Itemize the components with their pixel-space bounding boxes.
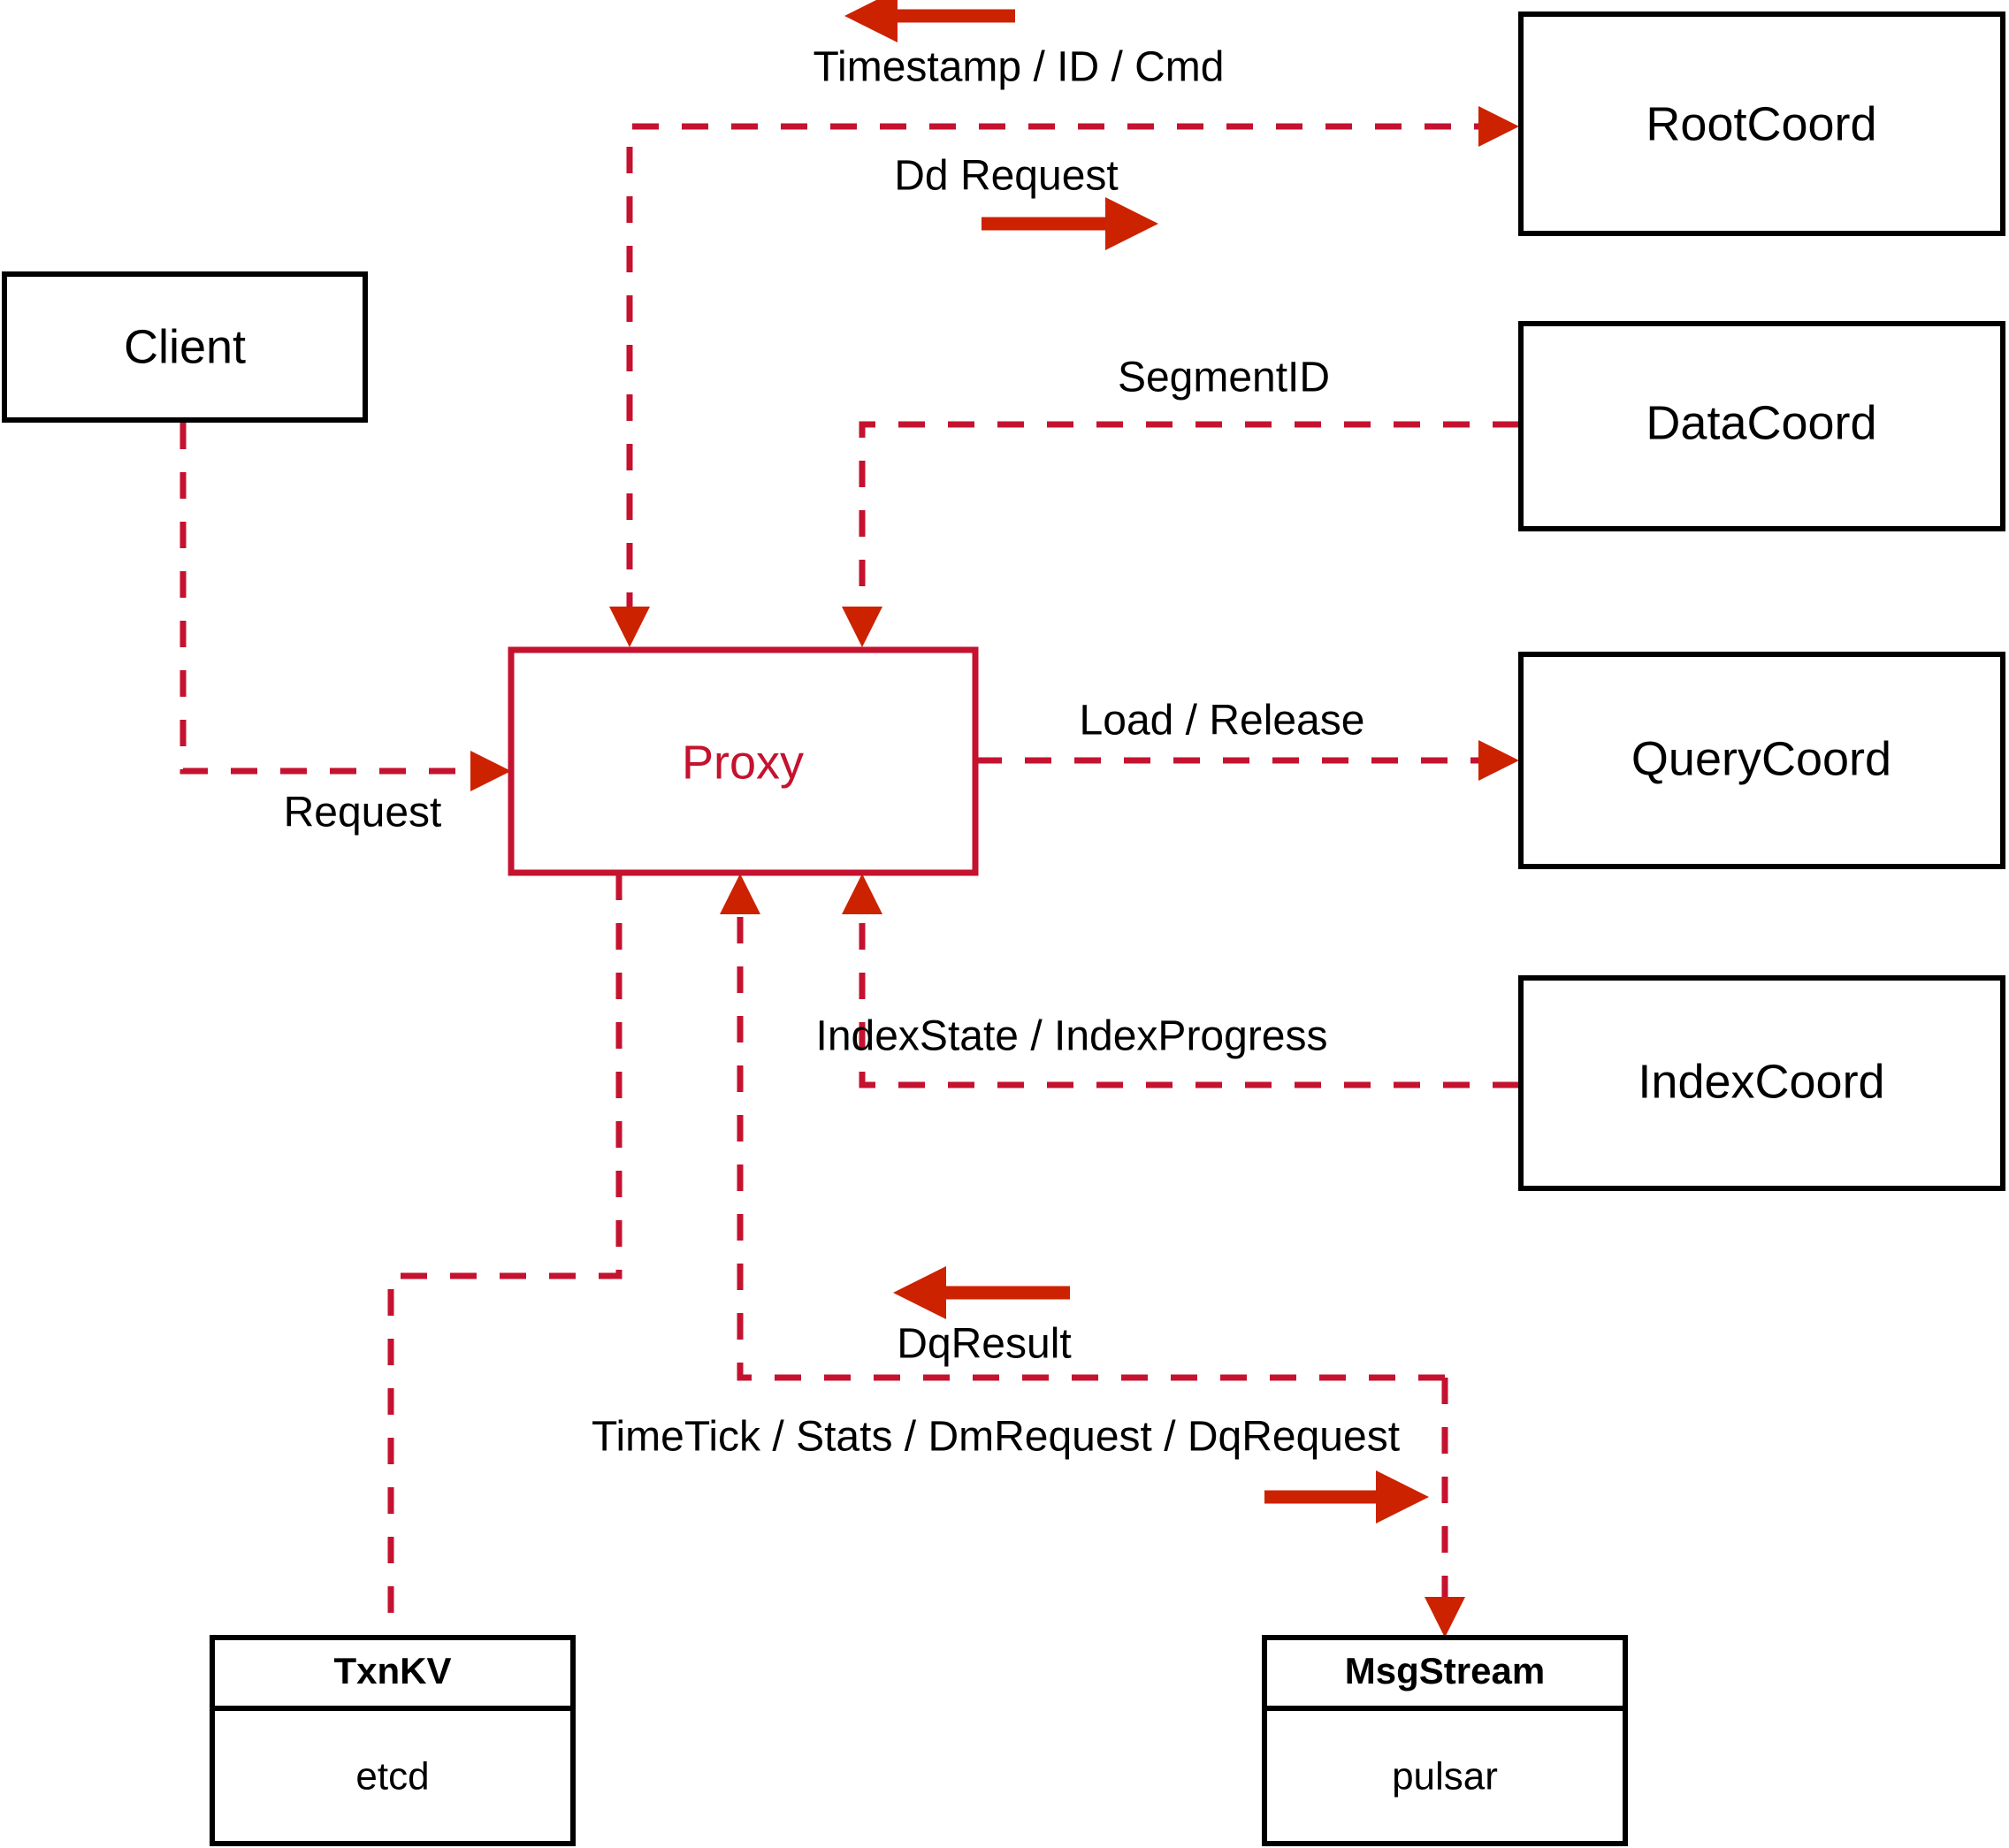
arrowhead-client-to-proxy bbox=[470, 751, 511, 791]
node-msgstream-impl: pulsar bbox=[1392, 1755, 1498, 1798]
edge-proxy-to-rootcoord bbox=[626, 123, 1496, 619]
edge-datacoord-to-proxy bbox=[859, 421, 1519, 619]
node-querycoord[interactable]: QueryCoord bbox=[1518, 652, 2005, 869]
edge-indexcoord-to-proxy bbox=[859, 902, 1519, 1088]
edge-label-request: Request bbox=[284, 790, 442, 836]
arrowhead-msgstream-to-proxy bbox=[720, 874, 760, 914]
edge-proxy-to-txnkv bbox=[387, 874, 623, 1636]
arrowhead-rootcoord-to-proxy bbox=[609, 607, 650, 647]
arrowhead-proxy-to-msgstream bbox=[1425, 1597, 1465, 1638]
direction-arrow-dd-request bbox=[982, 197, 1158, 250]
edge-msgstream-to-proxy bbox=[737, 902, 1445, 1381]
direction-arrow-dqresult bbox=[893, 1266, 1070, 1319]
node-rootcoord[interactable]: RootCoord bbox=[1518, 11, 2005, 236]
node-msgstream[interactable]: MsgStream pulsar bbox=[1262, 1635, 1628, 1846]
edge-label-dq-result: DqResult bbox=[897, 1321, 1071, 1368]
node-proxy[interactable]: Proxy bbox=[508, 646, 979, 876]
node-datacoord[interactable]: DataCoord bbox=[1518, 321, 2005, 531]
edge-label-timetick-stats: TimeTick / Stats / DmRequest / DqRequest bbox=[592, 1414, 1400, 1461]
node-txnkv-impl: etcd bbox=[355, 1755, 429, 1798]
arrowhead-indexcoord-to-proxy bbox=[842, 874, 882, 914]
arrowhead-datacoord-to-proxy bbox=[842, 607, 882, 647]
node-querycoord-label: QueryCoord bbox=[1631, 732, 1891, 785]
node-txnkv-title: TxnKV bbox=[333, 1650, 451, 1691]
node-indexcoord[interactable]: IndexCoord bbox=[1518, 975, 2005, 1191]
node-rootcoord-label: RootCoord bbox=[1646, 97, 1876, 150]
node-msgstream-title: MsgStream bbox=[1345, 1650, 1545, 1691]
edge-label-dd-request: Dd Request bbox=[894, 153, 1118, 200]
edge-label-index-state-progress: IndexState / IndexProgress bbox=[816, 1013, 1328, 1060]
node-client-label: Client bbox=[124, 320, 246, 373]
direction-arrow-timetick bbox=[1264, 1470, 1429, 1523]
node-proxy-label: Proxy bbox=[682, 736, 804, 789]
node-txnkv[interactable]: TxnKV etcd bbox=[210, 1635, 576, 1846]
edge-label-load-release: Load / Release bbox=[1080, 698, 1365, 745]
node-client[interactable]: Client bbox=[2, 271, 368, 423]
arrowhead-proxy-to-querycoord bbox=[1478, 740, 1519, 781]
direction-arrow-timestamp bbox=[844, 0, 1015, 42]
arrowhead-proxy-to-rootcoord bbox=[1478, 106, 1519, 147]
node-indexcoord-label: IndexCoord bbox=[1638, 1055, 1884, 1108]
edge-label-segment-id: SegmentID bbox=[1118, 355, 1330, 401]
node-datacoord-label: DataCoord bbox=[1646, 396, 1876, 449]
edge-label-timestamp-id-cmd: Timestamp / ID / Cmd bbox=[814, 44, 1225, 91]
edge-client-to-proxy bbox=[180, 423, 495, 775]
